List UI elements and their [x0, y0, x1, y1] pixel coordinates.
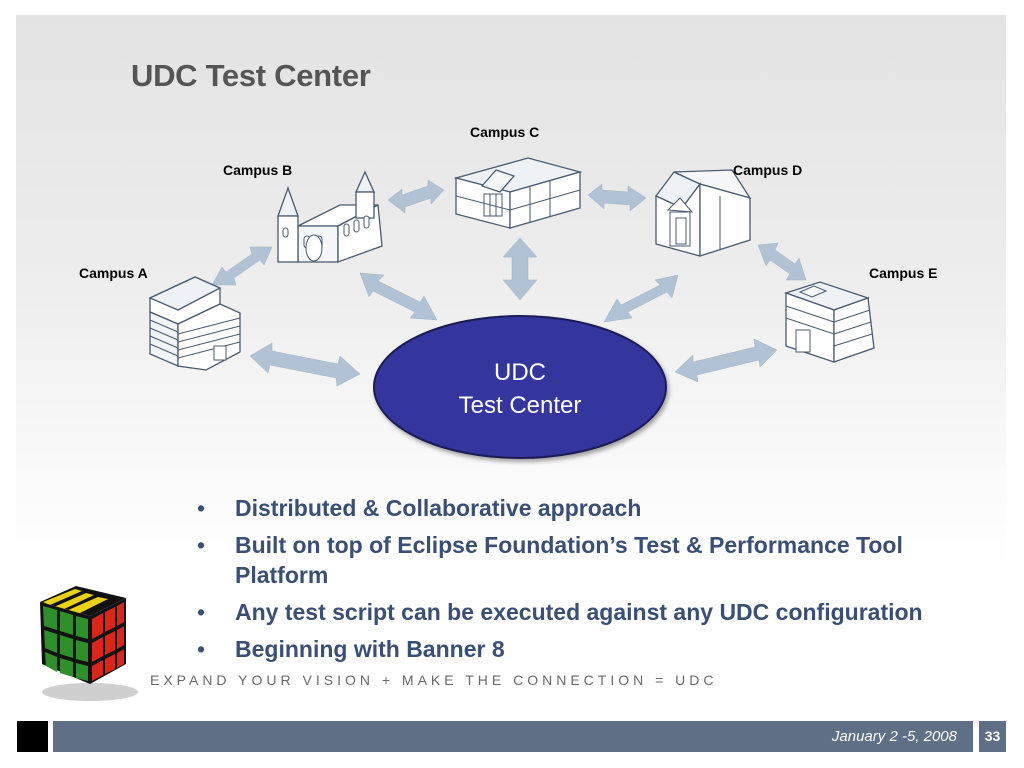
bullet-marker: •: [197, 636, 206, 662]
bullet-text: Beginning with Banner 8: [235, 636, 505, 662]
campus-d-building-icon[interactable]: [654, 169, 752, 257]
campus-e-label: Campus E: [869, 265, 938, 281]
bullet-text: Built on top of Eclipse Foundation’s Tes…: [235, 532, 903, 588]
campus-d-label: Campus D: [733, 162, 803, 178]
page-title: UDC Test Center: [131, 58, 371, 93]
footer-date: January 2 -5, 2008: [831, 728, 957, 745]
arrow-c-d: [587, 183, 647, 212]
arrow-b-center: [359, 272, 438, 321]
bullet-text: Distributed & Collaborative approach: [235, 495, 642, 521]
arrow-a-center: [249, 342, 361, 387]
bullet-text: Any test script can be executed against …: [235, 599, 923, 625]
arrow-e-center: [674, 338, 778, 383]
bullet-list: • Distributed & Collaborative approach • B…: [193, 493, 953, 671]
campus-b-label: Campus B: [223, 162, 293, 178]
bullet-marker: •: [197, 495, 206, 521]
arrow-c-center: [502, 237, 538, 301]
center-node-line2: Test Center: [458, 392, 582, 419]
footer-square: [17, 721, 48, 752]
arrow-d-center: [603, 274, 679, 323]
list-item: • Built on top of Eclipse Foundation’s Te…: [193, 530, 953, 590]
list-item: • Distributed & Collaborative approach: [193, 493, 953, 523]
campus-a-label: Campus A: [79, 265, 148, 281]
campus-b-building-icon[interactable]: [277, 170, 383, 263]
page-number: 33: [979, 721, 1006, 752]
list-item: • Any test script can be executed against…: [193, 597, 953, 627]
campus-e-building-icon[interactable]: [783, 281, 875, 363]
footer-bar: January 2 -5, 2008: [53, 721, 973, 752]
arrow-a-b: [211, 246, 273, 286]
tagline: EXPAND YOUR VISION + MAKE THE CONNECTION…: [150, 672, 718, 688]
campus-c-label: Campus C: [470, 124, 540, 140]
udc-test-center-node[interactable]: [373, 315, 667, 459]
bullet-marker: •: [197, 599, 206, 625]
arrow-b-c: [387, 179, 445, 214]
bullet-marker: •: [197, 532, 206, 558]
list-item: • Beginning with Banner 8: [193, 634, 953, 664]
center-node-line1: UDC: [494, 359, 546, 386]
campus-a-building-icon[interactable]: [148, 276, 241, 371]
campus-c-building-icon[interactable]: [453, 157, 583, 229]
arrow-d-e: [757, 242, 807, 281]
cube-logo-icon: [40, 586, 138, 701]
center-node-label: UDC Test Center: [400, 356, 640, 422]
